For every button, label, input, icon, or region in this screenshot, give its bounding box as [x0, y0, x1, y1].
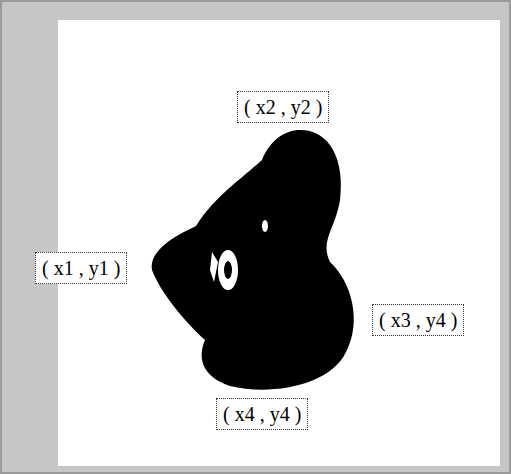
coordinate-label: ( x2 , y2 ) — [244, 95, 322, 119]
coordinate-label-box: ( x1 , y1 ) — [35, 252, 127, 284]
hole-fleck — [210, 252, 218, 282]
coordinate-label: ( x3 , y4 ) — [379, 308, 457, 332]
coordinate-label-box: ( x2 , y2 ) — [237, 91, 329, 123]
coordinate-label: ( x4 , y4 ) — [223, 402, 301, 426]
white-hole — [218, 250, 238, 290]
coordinate-label-box: ( x3 , y4 ) — [372, 304, 464, 336]
coordinate-label: ( x1 , y1 ) — [42, 256, 120, 280]
white-panel — [58, 20, 500, 466]
black-blob — [152, 130, 354, 390]
hole-core — [224, 261, 232, 279]
coordinate-label-box: ( x4 , y4 ) — [216, 398, 308, 430]
white-spot — [262, 220, 268, 232]
